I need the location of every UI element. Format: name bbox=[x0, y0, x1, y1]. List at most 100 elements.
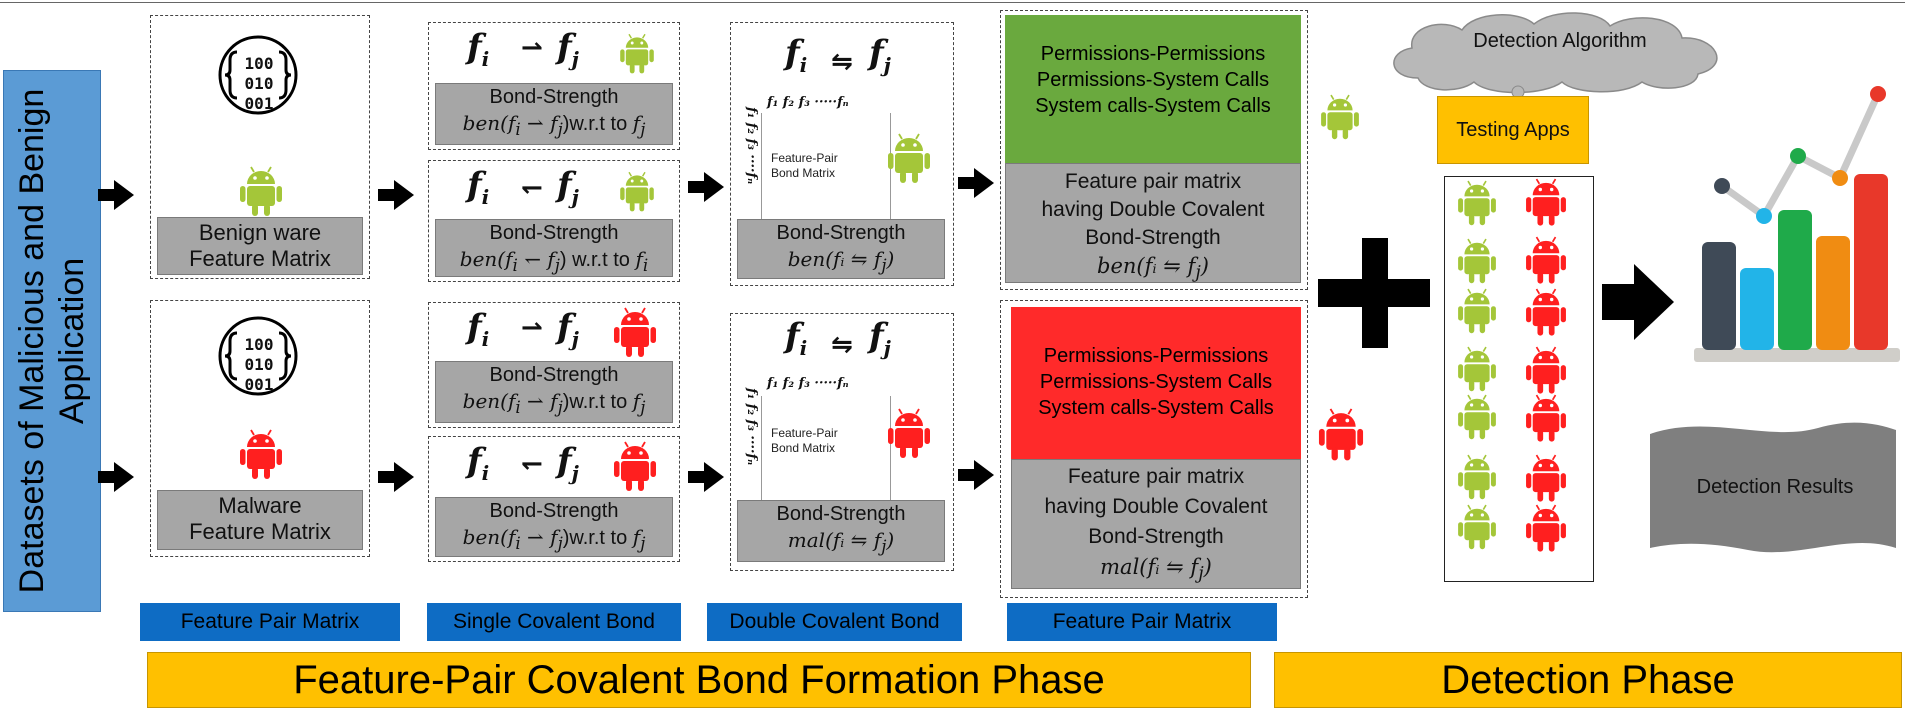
dataset-sidebar: Datasets of Malicious and Benign Applica… bbox=[3, 70, 101, 612]
matrix-row-header: f₁ f₂ f₃ ····fₙ bbox=[744, 388, 759, 466]
bond-strength-box: Bond-Strength ben(fi ⇀ fj)w.r.t to fj bbox=[435, 497, 673, 557]
single-arrow-icon: ⇀ bbox=[521, 33, 543, 63]
arrow-right-icon bbox=[958, 168, 994, 198]
matrix-bracket bbox=[761, 113, 891, 239]
fj-symbol: fj bbox=[557, 27, 579, 71]
fi-symbol: fi bbox=[467, 441, 490, 485]
bond-title: Bond-Strength bbox=[489, 222, 619, 244]
binary-rows: 100 010 001 bbox=[233, 54, 285, 114]
android-icon bbox=[1525, 504, 1567, 553]
fi-symbol: fi bbox=[785, 316, 808, 360]
android-icon bbox=[1457, 346, 1497, 393]
bond-title: Bond-Strength bbox=[489, 500, 619, 522]
bond-formula: mal(fᵢ ⇋ fj) bbox=[787, 528, 895, 556]
bond-formula: ben(fᵢ ⇋ fj) bbox=[787, 247, 895, 275]
malware-feature-matrix-panel: 100 010 001 Malware Feature Matrix bbox=[150, 300, 370, 557]
label-feature-pair-matrix: Feature Pair Matrix bbox=[140, 603, 400, 641]
desc-line: Bond-Strength bbox=[1085, 226, 1221, 249]
desc-formula: mal(fᵢ ⇋ fj) bbox=[1100, 555, 1212, 585]
android-icon bbox=[887, 133, 931, 184]
bond-formula: ben(fi ⇀ fj)w.r.t to fj bbox=[462, 389, 646, 417]
binary-row: 010 bbox=[244, 74, 274, 93]
detection-phase-banner: Detection Phase bbox=[1274, 652, 1902, 708]
android-icon bbox=[1525, 288, 1567, 337]
binary-row: 001 bbox=[244, 94, 274, 113]
feature-pair-result-benign: Permissions-Permissions Permissions-Syst… bbox=[1000, 10, 1308, 290]
bond-strength-box: Bond-Strength mal(fᵢ ⇋ fj) bbox=[737, 500, 945, 562]
binary-rows: 100 010 001 bbox=[233, 335, 285, 395]
bond-strength-box: Bond-Strength ben(fi ⇀ fj)w.r.t to fj bbox=[435, 83, 673, 145]
detection-results-label: Detection Results bbox=[1696, 476, 1854, 498]
benign-feature-matrix-label: Benign ware Feature Matrix bbox=[157, 217, 363, 275]
android-icon bbox=[613, 441, 657, 492]
bond-formula: ben(fi ↽ fj) w.r.t to fi bbox=[459, 247, 649, 275]
fj-symbol: fj bbox=[869, 316, 891, 360]
bond-strength-box: Bond-Strength ben(fi ⇀ fj)w.r.t to fj bbox=[435, 361, 673, 423]
single-bond-benign-fj-to-fi: fi ↽ fj Bond-Strength ben(fi ↽ fj) w.r.t… bbox=[428, 160, 680, 282]
arrow-right-icon bbox=[958, 460, 994, 490]
arrow-right-icon bbox=[1602, 264, 1674, 340]
perm-line: Permissions-Permissions bbox=[1043, 345, 1269, 367]
android-icon bbox=[1457, 504, 1497, 551]
sidebar-label: Datasets of Malicious and Benign Applica… bbox=[13, 88, 91, 594]
single-arrow-icon: ↽ bbox=[521, 449, 543, 479]
android-icon bbox=[1457, 454, 1497, 501]
label-single-covalent-bond: Single Covalent Bond bbox=[427, 603, 681, 641]
android-icon bbox=[613, 307, 657, 358]
desc-line: Feature pair matrix bbox=[1064, 170, 1242, 193]
desc-line: Feature pair matrix bbox=[1067, 465, 1245, 488]
fi-symbol: fi bbox=[467, 27, 490, 71]
android-icon bbox=[1525, 454, 1567, 503]
double-bond-malware-panel: fi ⇋ fj f₁ f₂ f₃ ·····fₙ f₁ f₂ f₃ ····fₙ… bbox=[730, 313, 954, 571]
fi-symbol: fi bbox=[467, 165, 490, 209]
android-icon bbox=[619, 33, 655, 75]
bond-formula: ben(fi ⇀ fj)w.r.t to fj bbox=[462, 525, 646, 553]
single-bond-malware-fj-to-fi: fi ↽ fj Bond-Strength ben(fi ⇀ fj)w.r.t … bbox=[428, 436, 680, 562]
binary-row: 001 bbox=[244, 375, 274, 394]
double-arrow-icon: ⇋ bbox=[831, 330, 853, 360]
matrix-column-header: f₁ f₂ f₃ ·····fₙ bbox=[767, 95, 849, 110]
perm-line: Permissions-System Calls bbox=[1036, 69, 1270, 91]
fj-symbol: fj bbox=[557, 165, 579, 209]
desc-line: having Double Covalent bbox=[1041, 198, 1265, 221]
android-icon bbox=[1457, 394, 1497, 441]
label-line: Feature Matrix bbox=[189, 246, 331, 271]
single-arrow-icon: ⇀ bbox=[521, 313, 543, 343]
android-icon bbox=[887, 408, 931, 459]
arrow-right-icon bbox=[688, 172, 724, 202]
perm-line: System calls-System Calls bbox=[1038, 397, 1274, 419]
label-line: Malware bbox=[218, 493, 302, 518]
detection-algorithm-label: Detection Algorithm bbox=[1473, 30, 1647, 52]
android-icon bbox=[1457, 288, 1497, 335]
bond-strength-box: Bond-Strength ben(fi ↽ fj) w.r.t to fi bbox=[435, 219, 673, 277]
android-icon bbox=[1525, 236, 1567, 285]
label-line: Benign ware bbox=[198, 220, 322, 245]
fj-symbol: fj bbox=[557, 441, 579, 485]
arrow-right-icon bbox=[378, 462, 414, 492]
feature-pair-result-malware: Permissions-Permissions Permissions-Syst… bbox=[1000, 300, 1308, 598]
arrow-right-icon bbox=[378, 180, 414, 210]
wave-banner-icon bbox=[1650, 422, 1896, 553]
android-icon bbox=[1318, 408, 1364, 462]
binary-row: 100 bbox=[244, 335, 274, 354]
permission-pairs-green: Permissions-Permissions Permissions-Syst… bbox=[1005, 15, 1301, 163]
formation-phase-banner: Feature-Pair Covalent Bond Formation Pha… bbox=[147, 652, 1251, 708]
android-icon bbox=[1320, 94, 1360, 141]
bar-chart-icon bbox=[1694, 86, 1900, 362]
arrow-right-icon bbox=[98, 462, 134, 492]
matrix-column-header: f₁ f₂ f₃ ·····fₙ bbox=[767, 376, 849, 391]
arrow-right-icon bbox=[688, 462, 724, 492]
top-rule bbox=[0, 2, 1905, 3]
bond-strength-box: Bond-Strength ben(fᵢ ⇋ fj) bbox=[737, 219, 945, 279]
android-icon bbox=[1525, 178, 1567, 227]
desc-formula: ben(fᵢ ⇋ fj) bbox=[1097, 254, 1209, 284]
double-arrow-icon: ⇋ bbox=[831, 47, 853, 77]
desc-line: having Double Covalent bbox=[1044, 495, 1268, 518]
desc-line: Bond-Strength bbox=[1088, 525, 1224, 548]
permission-pairs-red: Permissions-Permissions Permissions-Syst… bbox=[1011, 307, 1301, 459]
android-icon bbox=[1457, 180, 1497, 227]
matrix-bracket bbox=[761, 396, 891, 520]
perm-line: Permissions-Permissions bbox=[1040, 43, 1266, 65]
fj-symbol: fj bbox=[557, 307, 579, 351]
